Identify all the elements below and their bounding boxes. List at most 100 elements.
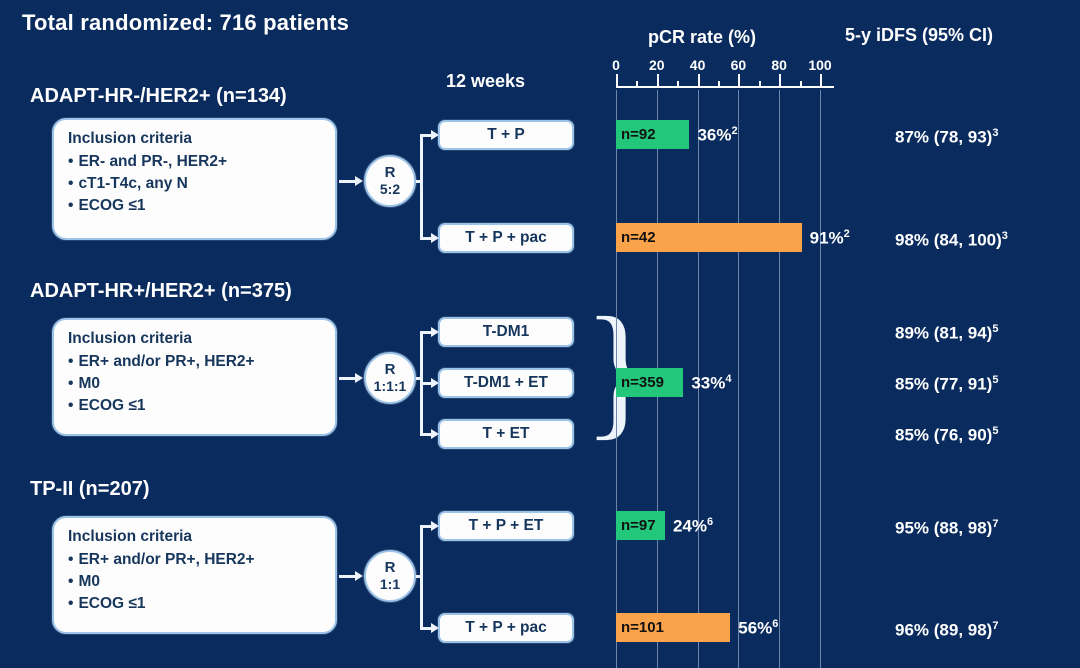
randomization-letter: R — [384, 559, 396, 577]
treatment-arm-adapt-hr-neg-her2-pos-0[interactable]: T + P — [438, 120, 574, 150]
axis-tick-label-80: 80 — [771, 57, 787, 73]
connector-to-arm — [420, 627, 433, 630]
connector-box-to-randomization — [339, 575, 355, 578]
connector-randomization-stub — [416, 180, 422, 183]
pcr-bar-adapt-hr-neg-her2-pos-0: n=92 — [616, 120, 690, 149]
column-header-pcr-rate: pCR rate (%) — [648, 27, 757, 47]
axis-tick-label-40: 40 — [689, 57, 706, 73]
inclusion-criteria-box-tp-ii: Inclusion criteriaER+ and/or PR+, HER2+M… — [52, 516, 337, 634]
study-title-adapt-hr-pos-her2-pos: ADAPT-HR+/HER2+ (n=375) — [30, 280, 292, 302]
connector-to-arm — [420, 525, 433, 528]
criteria-item-0: ER+ and/or PR+, HER2+ — [68, 351, 323, 373]
axis-tick-0 — [616, 74, 618, 87]
connector-randomization-stub — [416, 575, 422, 578]
connector-to-arm — [420, 331, 433, 334]
arrowhead-to-arm — [431, 623, 439, 633]
axis-minor-tick-30 — [677, 81, 680, 87]
arrowhead-to-arm — [431, 233, 439, 243]
pcr-bar-tp-ii-0: n=97 — [616, 511, 665, 540]
inclusion-criteria-list: ER- and PR-, HER2+cT1-T4c, any NECOG ≤1 — [68, 151, 323, 217]
pcr-bar-label: 36%2 — [697, 125, 738, 145]
axis-minor-tick-90 — [799, 81, 802, 87]
pcr-bar-count: n=92 — [621, 126, 656, 143]
pcr-bar-label: 91%2 — [809, 228, 850, 248]
treatment-arm-adapt-hr-neg-her2-pos-1[interactable]: T + P + pac — [438, 223, 574, 253]
pcr-bar-label: 56%6 — [738, 618, 779, 638]
pooled-arms-brace: } — [583, 287, 655, 453]
idfs-value-tp-ii-1: 96% (89, 98)7 — [895, 620, 999, 640]
inclusion-criteria-title: Inclusion criteria — [68, 130, 193, 147]
axis-tick-40 — [697, 74, 700, 87]
pcr-bar-count: n=101 — [621, 619, 664, 636]
arrowhead-to-randomization — [355, 176, 363, 186]
randomization-ratio: 5:2 — [379, 180, 401, 197]
idfs-value-adapt-hr-neg-her2-pos-0: 87% (78, 93)3 — [895, 127, 999, 147]
treatment-arm-adapt-hr-pos-her2-pos-0[interactable]: T-DM1 — [438, 317, 574, 347]
pcr-bar-adapt-hr-neg-her2-pos-1: n=42 — [616, 223, 802, 252]
idfs-value-adapt-hr-pos-her2-pos-0: 89% (81, 94)5 — [895, 323, 999, 343]
criteria-item-0: ER+ and/or PR+, HER2+ — [68, 549, 323, 571]
study-title-adapt-hr-neg-her2-pos: ADAPT-HR-/HER2+ (n=134) — [30, 85, 287, 107]
idfs-value-adapt-hr-neg-her2-pos-1: 98% (84, 100)3 — [895, 230, 1008, 250]
criteria-item-1: M0 — [68, 373, 323, 395]
pcr-bar-tp-ii-1: n=101 — [616, 613, 731, 642]
inclusion-criteria-title: Inclusion criteria — [68, 330, 193, 347]
arrowhead-to-arm — [431, 378, 439, 388]
treatment-arm-tp-ii-1[interactable]: T + P + pac — [438, 613, 574, 643]
connector-to-arm — [420, 237, 433, 240]
pcr-bar-count: n=97 — [621, 517, 656, 534]
connector-randomization-stub — [416, 377, 422, 380]
connector-to-arm — [420, 382, 433, 385]
axis-tick-label-60: 60 — [730, 57, 747, 73]
treatment-arm-adapt-hr-pos-her2-pos-1[interactable]: T-DM1 + ET — [438, 368, 574, 398]
axis-minor-tick-50 — [718, 81, 720, 87]
pcr-bar-count: n=42 — [621, 229, 656, 246]
x-axis-line — [616, 86, 834, 88]
connector-to-arm — [420, 134, 433, 137]
connector-box-to-randomization — [339, 377, 355, 380]
arrowhead-to-randomization — [355, 571, 363, 581]
criteria-item-1: M0 — [68, 571, 323, 593]
criteria-item-1: cT1-T4c, any N — [68, 173, 323, 195]
randomization-letter: R — [384, 361, 396, 379]
inclusion-criteria-title: Inclusion criteria — [68, 528, 193, 545]
axis-tick-label-0: 0 — [612, 57, 620, 73]
gridline-20 — [656, 90, 658, 668]
inclusion-criteria-box-adapt-hr-neg-her2-pos: Inclusion criteriaER- and PR-, HER2+cT1-… — [52, 118, 337, 240]
axis-tick-60 — [738, 74, 741, 87]
study-title-tp-ii: TP-II (n=207) — [30, 478, 150, 500]
criteria-item-2: ECOG ≤1 — [68, 395, 323, 417]
axis-tick-100 — [820, 74, 822, 87]
axis-tick-label-20: 20 — [649, 57, 665, 73]
criteria-item-0: ER- and PR-, HER2+ — [68, 151, 323, 173]
pcr-bar-label: 24%6 — [672, 516, 714, 536]
connector-box-to-randomization — [339, 180, 355, 183]
column-header-idfs: 5-y iDFS (95% CI) — [845, 25, 994, 45]
treatment-arm-tp-ii-0[interactable]: T + P + ET — [438, 511, 574, 541]
gridline-60 — [738, 90, 740, 668]
axis-tick-20 — [656, 74, 659, 87]
treatment-arm-adapt-hr-pos-her2-pos-2[interactable]: T + ET — [438, 419, 574, 449]
arrowhead-to-arm — [431, 130, 439, 140]
arrowhead-to-arm — [431, 429, 439, 439]
connector-to-arm — [420, 433, 433, 436]
inclusion-criteria-box-adapt-hr-pos-her2-pos: Inclusion criteriaER+ and/or PR+, HER2+M… — [52, 318, 337, 436]
idfs-value-tp-ii-0: 95% (88, 98)7 — [895, 518, 999, 538]
page-title: Total randomized: 716 patients — [22, 10, 350, 35]
gridline-80 — [779, 90, 781, 668]
inclusion-criteria-list: ER+ and/or PR+, HER2+M0ECOG ≤1 — [68, 549, 323, 615]
axis-minor-tick-70 — [758, 81, 761, 87]
idfs-value-adapt-hr-pos-her2-pos-2: 85% (76, 90)5 — [895, 425, 999, 445]
randomization-ratio: 1:1:1 — [373, 377, 407, 394]
inclusion-criteria-list: ER+ and/or PR+, HER2+M0ECOG ≤1 — [68, 351, 323, 417]
criteria-item-2: ECOG ≤1 — [68, 593, 323, 615]
column-header-12-weeks: 12 weeks — [446, 71, 526, 91]
randomization-ratio: 1:1 — [379, 575, 401, 592]
arrowhead-to-arm — [431, 521, 439, 531]
axis-minor-tick-10 — [636, 81, 639, 87]
axis-tick-label-100: 100 — [808, 57, 832, 73]
